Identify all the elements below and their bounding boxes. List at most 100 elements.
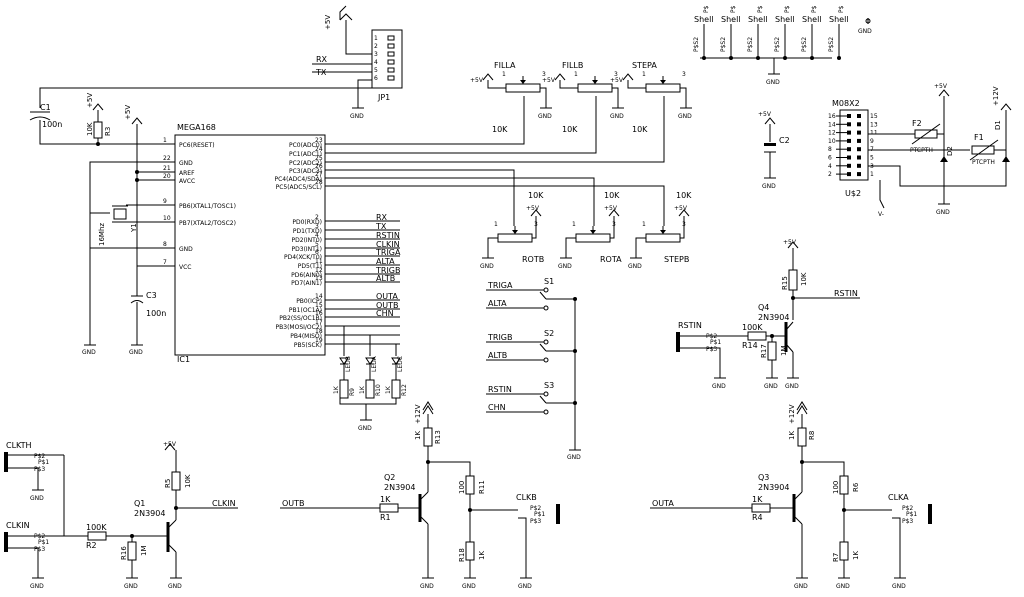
r16-gnd-label: GND: [124, 583, 138, 590]
r6-body: [839, 475, 849, 495]
r5-body: [171, 471, 181, 491]
q2-outb-stage[interactable]: OUTB 1K R1 Q2 2N3904 GND +12V 1K R13 100…: [280, 401, 518, 590]
jp1-pin-number: 6: [374, 75, 378, 82]
adc2-wire: [325, 96, 665, 163]
r8-name-label: R8: [808, 431, 816, 440]
led-resistor-name: R10: [375, 384, 382, 396]
shield-pin-label: P$: [757, 5, 764, 13]
pot-value-label: 10K: [562, 125, 578, 134]
jack-name-label: CLKTH: [6, 441, 32, 450]
pot-body: [505, 83, 541, 93]
q1-collector: [167, 519, 177, 529]
pot-wiper-arrow: [660, 230, 666, 234]
r4-name-label: R4: [752, 513, 763, 522]
ic1-mega168[interactable]: MEGA168 IC1 1PC6(RESET)22GND21AREF20AVCC…: [163, 123, 401, 364]
u2-pin-pad: [857, 122, 861, 127]
ic1-right-pin-number: 14: [315, 293, 323, 300]
q4-rstin-stage[interactable]: +5V R15 10K RSTIN Q4 2N3904 GND 100K R14…: [720, 239, 860, 390]
jack-sleeve: [4, 532, 8, 552]
r7-gnd-label: GND: [836, 583, 850, 590]
c3-decoupling-capacitor[interactable]: GND C3 100n: [129, 266, 166, 356]
q4-collector: [785, 321, 794, 331]
jp1-pin-socket: [387, 59, 395, 65]
jp1-pin-number: 4: [374, 59, 378, 66]
jp1-pin-number: 2: [374, 43, 378, 50]
led-resistor-name: R9: [349, 388, 356, 396]
clka-gnd-wire: [892, 517, 901, 578]
power-protection[interactable]: F2 PTCPTH +5V D2 F1 PTCPTH +12V D1 GND: [868, 83, 1012, 216]
pot-vcc-arrow: [608, 209, 620, 217]
ic1-right-pin-net-label: OUTA: [376, 292, 398, 301]
vcc5-right-label: +5V: [934, 83, 948, 90]
pot-vcc-wire: [610, 216, 615, 239]
c1-value-label: 100n: [42, 120, 62, 129]
ic1-left-pin-name: VCC: [179, 264, 191, 271]
ic1-body: [174, 134, 326, 356]
d1-symbol: [1002, 156, 1010, 162]
pot-pin-1: 1: [642, 221, 646, 228]
r3-pullup[interactable]: 10K R3 +5V: [86, 93, 112, 146]
d2-symbol: [940, 156, 948, 162]
clkin-gnd-label: GND: [30, 583, 44, 590]
avcc-junction: [135, 178, 139, 182]
ic1-left-pin-name: PC6(RESET): [179, 142, 215, 149]
ic1-right-pin-name: PD3(INT1): [292, 246, 322, 253]
u2-right-pin-number: 13: [870, 121, 878, 128]
rstin-gnd-wire: [680, 347, 721, 378]
f1-body: [971, 145, 995, 155]
q2-name-label: Q2: [384, 473, 395, 482]
ic1-right-pin-name: PD5(T1): [298, 263, 322, 270]
ic1-right-pin-name: PD2(INT0): [292, 237, 322, 244]
shield-sub-label: P$S2: [801, 37, 808, 52]
shield-pin-label: P$: [784, 5, 791, 13]
pot-wiper-arrow: [592, 80, 598, 84]
ic1-right-pin-name: PB0(ICP): [296, 298, 322, 305]
jack-sleeve: [556, 504, 560, 524]
ic1-right-pin-number: 16: [315, 310, 323, 317]
q1-clkin-stage[interactable]: 100K R2 R16 1M GND Q1 2N3904 GND +5V R5 …: [63, 441, 238, 590]
switch-input-b-label: ALTA: [488, 299, 507, 308]
jack-sleeve: [676, 332, 680, 352]
u2-pin-pad: [857, 138, 861, 143]
switch-input-a-label: RSTIN: [488, 385, 512, 394]
ic1-right-pin-name: PD1(TXD): [293, 228, 322, 235]
r2-name-label: R2: [86, 541, 97, 550]
ic1-right-pin-number: 2: [315, 214, 319, 221]
vcc12-right-arrow: [1000, 103, 1012, 111]
vcc12-right-label: +12V: [992, 86, 1000, 106]
led-resistor-value: 1K: [359, 385, 366, 394]
y1-crystal[interactable]: 16Mhz Y1: [90, 204, 175, 246]
jp1-vcc-label: +5V: [324, 15, 332, 30]
adc5-wire: [325, 185, 665, 226]
c2-capacitor[interactable]: +5V GND C2: [758, 111, 790, 190]
q3-emitter: [793, 515, 803, 525]
jack-pin3-label: P$3: [34, 546, 45, 553]
q1-name-label: Q1: [134, 499, 145, 508]
aref-junction: [135, 170, 139, 174]
adc1-wire: [325, 96, 597, 154]
ic1-type-label: MEGA168: [177, 123, 216, 132]
ic1-right-pin-name: PB3(MOSI/OC2): [276, 324, 322, 331]
q3-outa-stage[interactable]: OUTA 1K R4 Q3 2N3904 GND +12V 1K R8 100 …: [650, 401, 892, 590]
ic1-right-pin-name: PB1(OC1A): [289, 307, 322, 314]
c2-name-label: C2: [779, 136, 790, 145]
q2-vcc-arrow: [422, 401, 434, 411]
c1-reset-capacitor[interactable]: C1 100n: [29, 103, 175, 145]
c2-vcc-arrow: [764, 117, 776, 125]
shield-label: Shell: [721, 15, 741, 24]
r18-body: [465, 541, 475, 561]
q4-gnd-label: GND: [785, 383, 799, 390]
ic1-right-pin-number: 27: [315, 171, 323, 178]
switch-input-a-label: TRIGA: [487, 281, 513, 290]
